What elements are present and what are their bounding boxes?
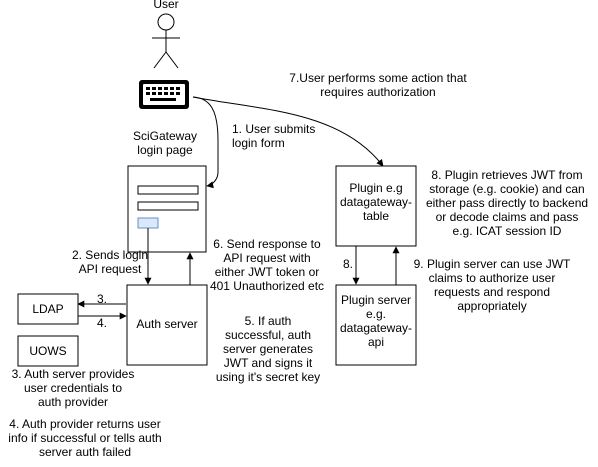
login-page-box [127,165,207,253]
step5-label-line: 5. If auth [245,314,292,328]
auth-server-label: Auth server [136,317,197,331]
step5-label-line: server generates [223,342,313,356]
password-field [137,201,199,211]
step8-label-line: e.g. ICAT session ID [453,224,562,238]
step3-short-label: 3. [97,292,107,306]
step5-label-line: successful, auth [225,328,311,342]
step9-label-line: claims to authorize user [429,271,556,285]
user-head [157,13,175,31]
step4-label-line: 4. Auth provider returns user [9,417,160,431]
arrow-step7 [192,96,384,167]
step8-label-line: storage (e.g. cookie) and can [429,182,584,196]
ldap-box [17,293,79,325]
step7-label-line: 7.User performs some action that [289,71,467,85]
step6-label-line: either JWT token or [215,265,319,279]
step4-short-label: 4. [97,316,107,330]
plugin-box [335,165,417,247]
plugin-label-line: Plugin e.g [349,181,402,195]
login-page-label-line: SciGateway [133,129,197,143]
plugin-server-label-line: api [368,335,384,349]
plugin-server-label-line: e.g. [366,307,386,321]
step8-label-line: or decode claims and pass [436,210,579,224]
user-leg-right [165,51,179,69]
plugin-server-box [335,284,417,366]
step1-label-line: login form [232,136,285,150]
step4-label-line: info if successful or tells auth [8,431,161,445]
step7-label-line: requires authorization [320,85,435,99]
auth-server-box [126,284,208,366]
login-page-label-line: login page [137,143,193,157]
step1-label-line: 1. User submits [232,122,315,136]
submit-button [137,217,159,229]
plugin-server-label-line: datagateway- [340,321,412,335]
step5-label-line: JWT and signs it [224,356,313,370]
step6-label-line: 401 Unauthorized etc [210,279,324,293]
step3-label-line: user credentials to [24,381,122,395]
username-field [137,185,199,195]
plugin-server-label-line: Plugin server [341,293,411,307]
user-actor: User [152,0,180,69]
step2-label-line: API request [79,262,142,276]
step6-label-line: 6. Send response to [213,237,321,251]
keyboard-icon [139,80,189,109]
step3-label-line: auth provider [38,395,108,409]
step5-label-line: using it's secret key [216,370,320,384]
plugin-label-line: datagateway- [340,195,412,209]
arrow-step1 [192,96,219,189]
step6-label-line: API request with [223,251,310,265]
uows-label: UOWS [29,344,66,358]
step8-label-line: 8. Plugin retrieves JWT from [431,168,582,182]
step4-label-line: server auth failed [39,445,131,459]
step9-label-line: appropriately [457,299,526,313]
ldap-label: LDAP [32,302,63,316]
uows-box [17,335,79,367]
step9-label-line: requests and respond [434,285,550,299]
user-leg-left [153,51,167,69]
step8-label-line: either pass directly to backend [426,196,588,210]
step2-label-line: 2. Sends login [72,248,148,262]
step3-label-line: 3. Auth server provides [12,367,135,381]
step8-short-label: 8. [343,257,353,271]
plugin-label-line: table [363,209,389,223]
user-label: User [153,0,178,11]
step9-label-line: 9. Plugin server can use JWT [414,257,571,271]
